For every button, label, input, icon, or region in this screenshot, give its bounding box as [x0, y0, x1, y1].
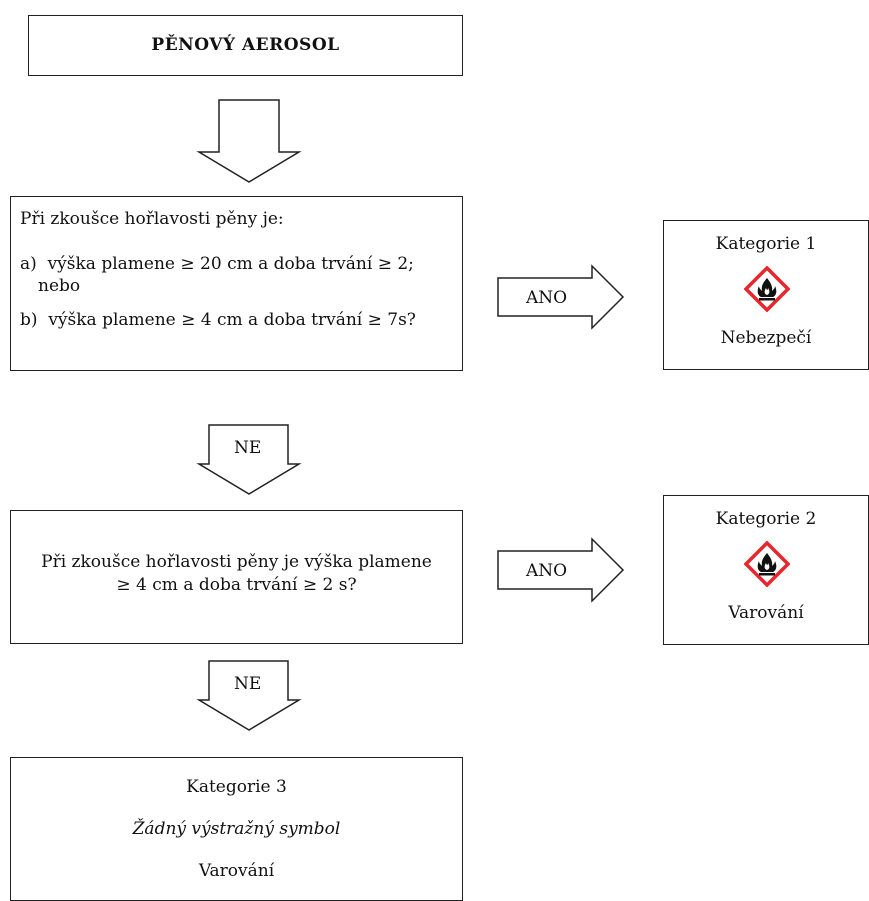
category2-label: Kategorie 2 — [715, 509, 817, 529]
category3-signal: Varování — [198, 861, 275, 881]
question2-line1: Při zkoušce hořlavosti pěny je výška pla… — [41, 552, 432, 572]
arrow-label-no-1: NE — [234, 438, 262, 458]
title-box: PĚNOVÝ AEROSOL — [28, 15, 463, 76]
arrow-label-no-2: NE — [234, 674, 262, 694]
down-arrow-no-2 — [196, 660, 302, 731]
category1-box: Kategorie 1 Nebezpečí — [663, 220, 869, 370]
right-arrow-yes-2 — [497, 537, 625, 603]
category3-label: Kategorie 3 — [186, 777, 287, 797]
down-arrow-no-1 — [196, 424, 302, 495]
diagram-title: PĚNOVÝ AEROSOL — [151, 35, 340, 55]
question1-intro: Při zkoušce hořlavosti pěny je: — [20, 209, 284, 229]
arrow-label-yes-1: ANO — [526, 288, 568, 308]
right-arrow-yes-1 — [497, 264, 625, 330]
category3-box: Kategorie 3 Žádný výstražný symbol Varov… — [10, 757, 463, 901]
flame-icon — [744, 541, 790, 587]
category2-signal: Varování — [728, 603, 804, 623]
arrow-label-yes-2: ANO — [526, 561, 568, 581]
question-box-1: Při zkoušce hořlavosti pěny je: a) výška… — [10, 196, 463, 371]
flame-icon — [744, 266, 790, 312]
category3-symbol-note: Žádný výstražný symbol — [132, 819, 341, 839]
down-arrow-start — [196, 99, 302, 183]
category2-box: Kategorie 2 Varování — [663, 495, 869, 645]
question-box-2: Při zkoušce hořlavosti pěny je výška pla… — [10, 510, 463, 644]
question1-option-b: b) výška plamene ≥ 4 cm a doba trvání ≥ … — [20, 310, 416, 330]
question1-option-a-cont: nebo — [38, 276, 81, 296]
category1-signal: Nebezpečí — [720, 328, 812, 348]
category1-label: Kategorie 1 — [715, 234, 817, 254]
question2-line2: ≥ 4 cm a doba trvání ≥ 2 s? — [116, 575, 357, 595]
question1-option-a: a) výška plamene ≥ 20 cm a doba trvání ≥… — [20, 254, 414, 274]
